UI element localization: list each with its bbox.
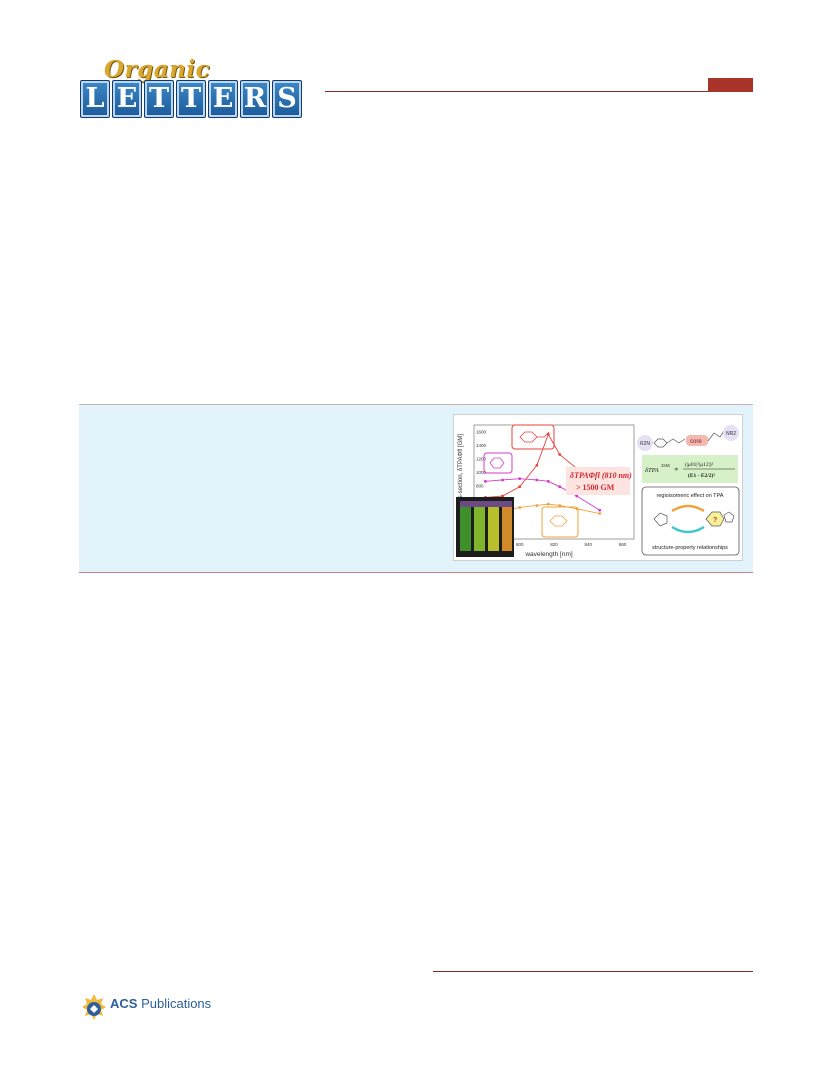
series-point — [518, 485, 522, 489]
series-point — [535, 463, 539, 467]
y-tick-label: 1000 — [476, 470, 487, 475]
orange-core-structure — [541, 506, 579, 538]
logo-letter-tile: E — [208, 80, 238, 118]
acs-publications-text: ACS Publications — [110, 996, 212, 1011]
annotation-line-1: δTPAΦfl (810 nm) — [570, 471, 632, 480]
y-tick-label: 800 — [476, 483, 484, 488]
y-tick-label: 1200 — [476, 457, 487, 462]
red-core-rings-icon — [519, 431, 550, 443]
right-amine-bubble — [723, 425, 739, 441]
left-linker-icon — [653, 438, 686, 448]
benzo-ring-icon — [705, 511, 725, 527]
right-linker-icon — [707, 430, 725, 442]
y-tick-label: 1400 — [476, 443, 487, 448]
equation-denominator: (E1 - E2/2)² — [688, 472, 715, 479]
question-mark-icon: ? — [713, 517, 717, 524]
series-point — [546, 479, 550, 483]
panel-footer: structure-property relationships — [652, 545, 728, 551]
series-point — [484, 479, 487, 483]
x-tick-label: 820 — [550, 542, 558, 547]
right-amine-label: NR2 — [726, 431, 736, 437]
logo-letter-tile: R — [240, 80, 270, 118]
cuvette-4 — [502, 505, 512, 551]
logo-letter-tile: T — [176, 80, 206, 118]
annotation-box — [566, 467, 630, 495]
core-box — [686, 435, 708, 446]
panel-title: regioisomeric effect on TPA — [657, 493, 724, 499]
magenta-core-structure — [483, 452, 513, 474]
series-point — [518, 506, 522, 509]
logo-letter-tile: S — [272, 80, 302, 118]
x-axis-label: wavelength [nm] — [524, 551, 573, 558]
red-core-structure — [511, 424, 555, 450]
series-point — [558, 453, 562, 456]
series-point — [575, 494, 579, 498]
logo-letter-tile: E — [112, 80, 142, 118]
orange-arrow-icon — [671, 504, 705, 513]
logo-letter-tile: L — [80, 80, 110, 118]
orange-core-ring-icon — [549, 515, 568, 527]
series-point — [501, 478, 504, 482]
annotation-line-2: > 1500 GM — [576, 483, 615, 492]
magenta-core-ring-icon — [489, 457, 505, 469]
acs-shield-icon — [82, 994, 106, 1020]
x-tick-label: 840 — [585, 542, 593, 547]
cyan-arrow-icon — [671, 525, 705, 534]
equation-lhs: δTPA — [645, 467, 659, 474]
left-amine-label: R2N — [640, 441, 650, 447]
y-tick-labels: 1600 1400 1200 1000 800 — [476, 430, 487, 489]
series-point — [546, 502, 550, 506]
core-label: core — [690, 439, 702, 445]
header-tab — [708, 78, 753, 92]
equation-proportional: ∝ — [674, 466, 679, 473]
logo-organic-text: Organic — [104, 56, 211, 83]
series-point — [501, 494, 504, 498]
series-point — [518, 477, 522, 481]
regioisomer-panel — [641, 486, 740, 556]
series-line-0 — [485, 433, 600, 498]
series-point — [535, 504, 539, 507]
series-point — [535, 478, 539, 482]
equation-numerator: (|μ01|²|μ12|)² — [685, 461, 714, 468]
logo-letter-tile: T — [144, 80, 174, 118]
header-rule — [325, 91, 753, 92]
footer-rule — [433, 971, 753, 972]
series-point — [598, 512, 602, 515]
left-amine-bubble — [637, 435, 653, 451]
cuvette-caps — [460, 501, 512, 507]
series-point — [558, 485, 562, 489]
equation-lhs-sup: 3SM — [661, 463, 670, 468]
cuvette-1 — [460, 505, 471, 551]
thiazole-ring-right-icon — [723, 511, 735, 523]
cuvette-3 — [488, 505, 499, 551]
x-tick-label: 860 — [619, 542, 627, 547]
series-point — [558, 504, 562, 507]
x-tick-label: 800 — [516, 542, 524, 547]
acs-publications-logo: ACS Publications — [80, 992, 220, 1022]
y-tick-label: 1600 — [476, 430, 487, 435]
series-point — [598, 508, 602, 512]
y-axis-label: TPA action cross-section, δTPAΦfl [GM] — [458, 434, 464, 540]
cuvette-2 — [474, 505, 485, 551]
thiazole-ring-left-icon — [653, 512, 668, 527]
